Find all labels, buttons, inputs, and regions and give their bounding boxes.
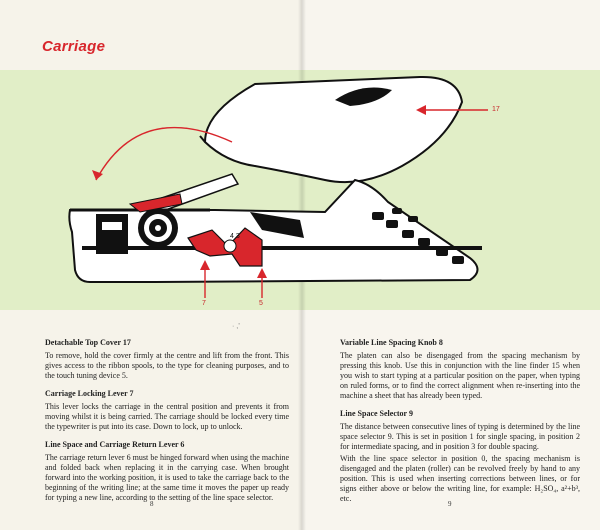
cover-hinge: [199, 135, 206, 143]
top-cover-shadow: [335, 87, 392, 106]
heading-spacing-knob: Variable Line Spacing Knob 8: [340, 338, 443, 347]
text-top-cover: To remove, hold the cover firmly at the …: [45, 351, 289, 380]
callout-lever: 7: [202, 300, 206, 307]
svg-text:4 3: 4 3: [230, 233, 240, 240]
cover-swing-arc: [95, 126, 233, 181]
heading-top-cover: Detachable Top Cover 17: [45, 338, 131, 347]
left-column: Detachable Top Cover 17 To remove, hold …: [45, 338, 289, 511]
text-space-selector-2: With the line space selector in position…: [340, 454, 580, 503]
callout-cover: 17: [492, 106, 500, 113]
keylever-shadow: [250, 212, 304, 238]
keyboard-keys: [372, 208, 464, 264]
page-number-right: 9: [448, 500, 452, 508]
heading-space-selector: Line Space Selector 9: [340, 409, 413, 418]
text-return-lever: The carriage return lever 6 must be hing…: [45, 453, 289, 502]
carriage-block: [96, 214, 128, 254]
page-number-left: 8: [150, 500, 154, 508]
typewriter-illustration: 4 3: [68, 75, 488, 298]
machine-base: [82, 246, 482, 250]
red-carriage-part: [128, 193, 183, 213]
top-cover-shape: [203, 75, 464, 184]
heading-locking-lever: Carriage Locking Lever 7: [45, 389, 134, 398]
text-space-selector-1: The distance between consecutive lines o…: [340, 422, 580, 451]
right-column: Variable Line Spacing Knob 8 The platen …: [340, 338, 580, 512]
page-title: Carriage: [42, 38, 106, 55]
text-spacing-knob: The platen can also be disengaged from t…: [340, 351, 580, 400]
text-locking-lever: This lever locks the carriage in the cen…: [45, 402, 289, 431]
callout-return-lever: 5: [259, 300, 263, 307]
stray-mark: · ,’: [232, 323, 240, 330]
heading-return-lever: Line Space and Carriage Return Lever 6: [45, 440, 185, 449]
